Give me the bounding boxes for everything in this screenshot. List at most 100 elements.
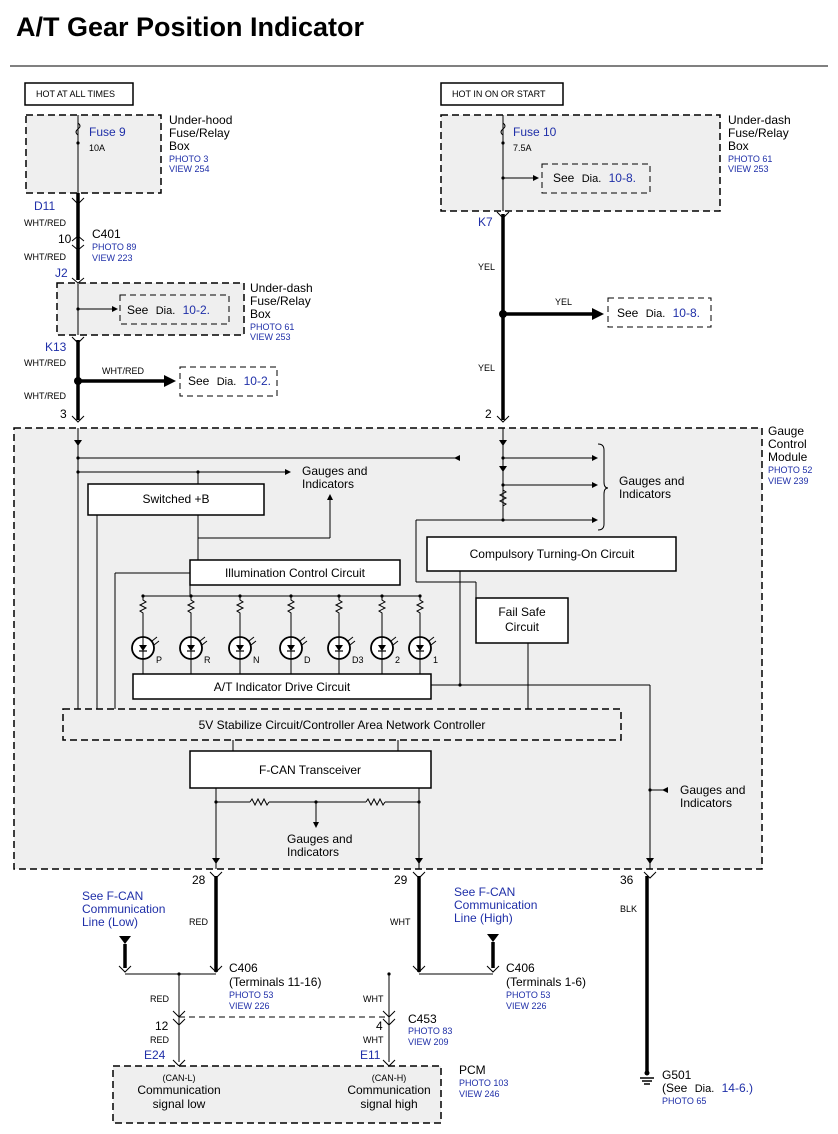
pin-3: 3: [60, 407, 67, 421]
see-dia-10-2-a: See Dia. 10-2.: [127, 303, 210, 317]
wire-yel-1: YEL: [478, 262, 495, 272]
fcan-high-arrow: [487, 934, 499, 942]
gear-indicator-leds: P R N D D3 2 1: [131, 594, 438, 674]
hot-on-start-label: HOT IN ON OR START: [452, 89, 546, 99]
see-dia-10-8-a: See Dia. 10-8.: [553, 171, 636, 185]
fcan-high-2: Communication: [454, 898, 537, 912]
hot-always-box: [24, 82, 134, 106]
fail-safe-label-2: Circuit: [505, 620, 540, 634]
c406-right-terms: (Terminals 1-6): [506, 975, 586, 989]
c406-left-photo: PHOTO 53: [229, 990, 273, 1000]
gauges-label-4a: Gauges and: [680, 783, 745, 797]
led-label-p: P: [156, 655, 162, 665]
switched-b-block: [87, 483, 265, 516]
stabilize-can-controller-label: 5V Stabilize Circuit/Controller Area Net…: [199, 718, 486, 732]
wire-yel-branch: YEL: [555, 297, 572, 307]
underdash-top-photo: PHOTO 61: [728, 154, 772, 164]
underdash-fuse-box-top: [440, 114, 721, 212]
led-label-1: 1: [433, 655, 438, 665]
termination-resistor-left: [249, 797, 270, 807]
underdash-mid-name-3: Box: [250, 307, 271, 321]
wire-wht-red-2: WHT/RED: [24, 252, 66, 262]
hot-on-start-box: [440, 82, 564, 106]
g501-photo: PHOTO 65: [662, 1096, 706, 1106]
led-indicator-p: P: [131, 594, 162, 674]
gcm-name-2: Control: [768, 437, 807, 451]
fuse-10-rating: 7.5A: [513, 143, 532, 153]
underdash-mid-name-1: Under-dash: [250, 281, 313, 295]
fcan-low-2: Communication: [82, 902, 165, 916]
gcm-name-1: Gauge: [768, 424, 804, 438]
see-dia-10-2-b: See Dia. 10-2.: [188, 374, 271, 388]
underdash-top-name-1: Under-dash: [728, 113, 791, 127]
c406-right: C406: [506, 961, 535, 975]
fcan-low-1: See F-CAN: [82, 889, 143, 903]
led-indicator-n: N: [228, 594, 260, 674]
led-label-d: D: [304, 655, 311, 665]
fuse-10-label: Fuse 10: [513, 125, 557, 139]
fcan-high-1: See F-CAN: [454, 885, 515, 899]
led-label-r: R: [204, 655, 211, 665]
connector-e24: E24: [144, 1048, 166, 1062]
see-dia-10-8-b: See Dia. 10-8.: [617, 306, 700, 320]
pin-2: 2: [485, 407, 492, 421]
underhood-name-2: Fuse/Relay: [169, 126, 230, 140]
c401-view: VIEW 223: [92, 253, 133, 263]
wire-wht-1: WHT: [390, 917, 411, 927]
connector-k13: K13: [45, 340, 67, 354]
pin-4: 4: [376, 1019, 383, 1033]
pcm-label: PCM: [459, 1063, 486, 1077]
wire-wht-2: WHT: [363, 994, 384, 1004]
fuse-9-symbol: [75, 122, 81, 136]
led-indicator-1: 1: [408, 594, 438, 674]
gcm-view: VIEW 239: [768, 476, 809, 486]
underdash-mid-photo: PHOTO 61: [250, 322, 294, 332]
underdash-top-name-2: Fuse/Relay: [728, 126, 789, 140]
c406-left-view: VIEW 226: [229, 1001, 270, 1011]
comm-high-2: signal high: [360, 1097, 417, 1111]
hot-always-label: HOT AT ALL TIMES: [36, 89, 115, 99]
gauges-label-3b: Indicators: [287, 845, 339, 859]
gauges-label-1a: Gauges and: [302, 464, 367, 478]
wire-wht-red-3: WHT/RED: [24, 358, 66, 368]
fuse-9-rating: 10A: [89, 143, 105, 153]
page-title: A/T Gear Position Indicator: [16, 12, 365, 42]
fcan-transceiver-block: [189, 750, 432, 789]
wire-wht-red-4: WHT/RED: [24, 391, 66, 401]
c453-label: C453: [408, 1012, 437, 1026]
connector-d11: D11: [34, 199, 55, 213]
see-dia-10-8-box-a: [541, 163, 651, 194]
led-label-2: 2: [395, 655, 400, 665]
wire-wht-red-1: WHT/RED: [24, 218, 66, 228]
c406-left: C406: [229, 961, 258, 975]
comm-high-1: Communication: [347, 1083, 430, 1097]
fcan-low-3: Line (Low): [82, 915, 138, 929]
led-indicator-d3: D3: [327, 594, 364, 674]
wire-wht-3: WHT: [363, 1035, 384, 1045]
underhood-name-1: Under-hood: [169, 113, 232, 127]
fcan-transceiver-label: F-CAN Transceiver: [259, 763, 361, 777]
see-dia-10-2-box-a: [119, 294, 230, 325]
fail-safe-label-1: Fail Safe: [498, 605, 546, 619]
fcan-high-3: Line (High): [454, 911, 513, 925]
wire-wht-red-branch: WHT/RED: [102, 366, 144, 376]
gauges-label-3a: Gauges and: [287, 832, 352, 846]
c401-connector-symbol: [71, 235, 85, 251]
connector-k7: K7: [478, 215, 493, 229]
illumination-control-label: Illumination Control Circuit: [225, 566, 366, 580]
pin-36: 36: [620, 873, 634, 887]
c453-view: VIEW 209: [408, 1037, 449, 1047]
underhood-photo: PHOTO 3: [169, 154, 208, 164]
fuse-9-label: Fuse 9: [89, 125, 126, 139]
c406-right-view: VIEW 226: [506, 1001, 547, 1011]
can-l-label: (CAN-L): [163, 1073, 196, 1083]
underdash-top-view: VIEW 253: [728, 164, 769, 174]
c406-right-photo: PHOTO 53: [506, 990, 550, 1000]
indicator-drive-label: A/T Indicator Drive Circuit: [214, 680, 351, 694]
connector-j2: J2: [55, 266, 68, 280]
g501-see: (See Dia. 14-6.): [662, 1081, 753, 1095]
indicator-drive-block: [132, 673, 432, 700]
wire-red-1: RED: [189, 917, 209, 927]
c401-label: C401: [92, 227, 121, 241]
switched-b-label: Switched +B: [142, 492, 209, 506]
